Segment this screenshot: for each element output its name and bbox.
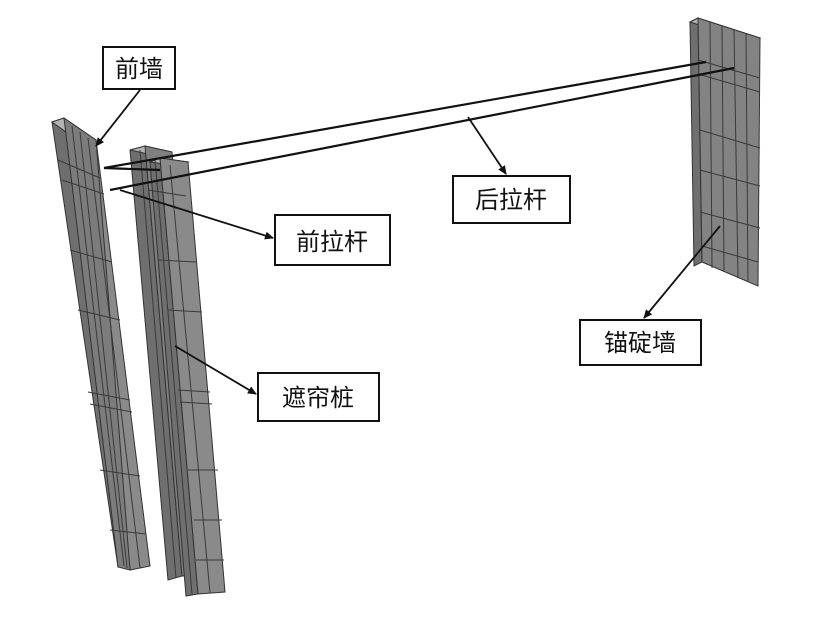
screen-piles	[129, 145, 226, 597]
label-front-tie-rod-text: 前拉杆	[296, 228, 368, 256]
arrow-rear-tie-rod	[467, 116, 507, 175]
arrow-front-wall	[95, 89, 141, 147]
label-front-wall: 前墙	[95, 46, 176, 147]
label-anchor-wall: 锚碇墙	[579, 225, 721, 366]
label-rear-tie-rod: 后拉杆	[452, 116, 571, 224]
tie-rods	[103, 60, 735, 192]
anchor-wall	[688, 17, 762, 287]
label-front-tie-rod: 前拉杆	[119, 189, 391, 266]
arrow-anchor-wall	[643, 225, 721, 319]
arrow-front-tie-rod	[119, 189, 274, 240]
label-front-wall-text: 前墙	[115, 55, 163, 83]
label-anchor-wall-text: 锚碇墙	[604, 329, 676, 357]
front-wall	[50, 116, 151, 571]
arrow-screen-pile	[174, 345, 257, 395]
label-screen-pile-text: 遮帘桩	[282, 384, 354, 412]
label-rear-tie-rod-text: 后拉杆	[475, 186, 547, 214]
label-screen-pile: 遮帘桩	[174, 345, 380, 422]
